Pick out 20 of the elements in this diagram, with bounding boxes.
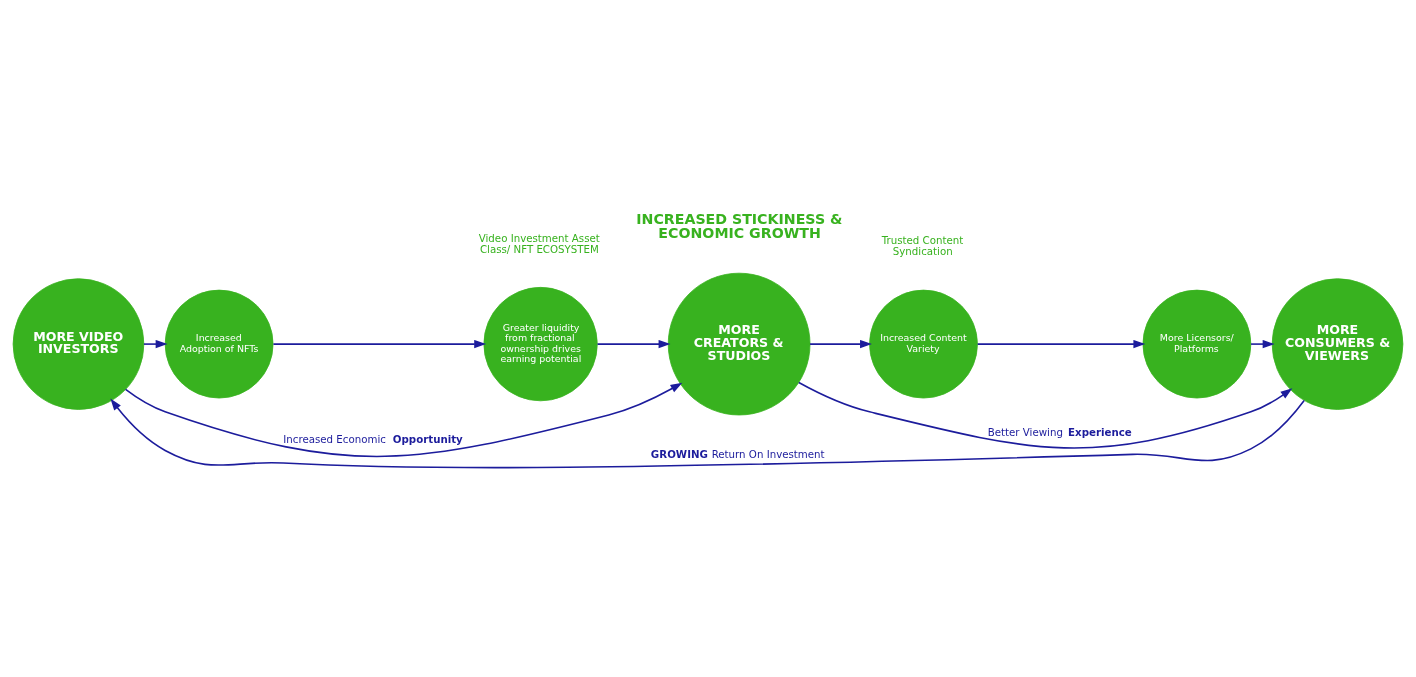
arrow xyxy=(143,339,168,348)
node-circle: Increased Adoption of NFTs xyxy=(164,289,274,398)
arrow xyxy=(798,381,1293,449)
edge-label: Increased Economic Opportunity xyxy=(283,432,463,445)
edge-label: Better Viewing Experience xyxy=(987,425,1132,438)
label: Trusted Content Syndication xyxy=(881,233,964,257)
edge-label: GROWING Return On Investment xyxy=(650,447,825,460)
node-circle: MORE CONSUMERS & VIEWERS xyxy=(1271,277,1404,410)
arrow xyxy=(110,398,1305,468)
arrow xyxy=(272,339,487,348)
node-circle: Greater liquidity from fractional ownership drives earning potential xyxy=(483,286,598,401)
arrow xyxy=(1250,339,1275,348)
arrow xyxy=(124,382,683,457)
arrow xyxy=(976,339,1146,348)
label: INCREASED STICKINESS & ECONOMIC GROWTH xyxy=(636,210,843,241)
node-circle: Increased Content Variety xyxy=(869,289,978,398)
arrow xyxy=(596,339,671,348)
node-circle: More Licensors/ Platforms xyxy=(1142,289,1252,398)
label: Video Investment Asset Class/ NFT ECOSYSTEM xyxy=(478,231,600,255)
arrow xyxy=(809,339,872,348)
